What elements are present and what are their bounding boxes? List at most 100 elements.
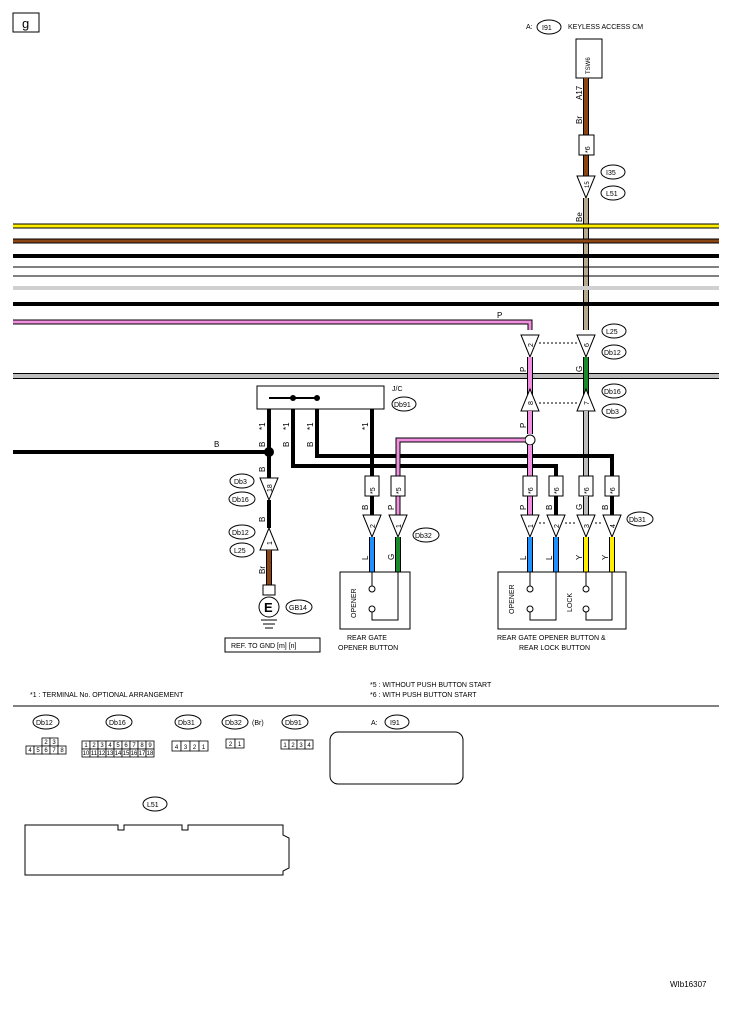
db16-terminal-8 <box>520 387 540 412</box>
l25-label-left: L25 <box>234 548 246 555</box>
wire-label-b-a: B <box>258 442 267 447</box>
db32-label: Db32 <box>415 533 432 540</box>
db16-view-pin: 13 <box>107 751 114 757</box>
view-db32-color: (Br) <box>252 720 264 727</box>
view-db32-label: Db32 <box>225 720 242 727</box>
db16-view-pin: 2 <box>92 743 96 749</box>
db31-label: Db31 <box>629 517 646 524</box>
wire-label-p-e: P <box>387 505 396 510</box>
star6-a: *6 <box>528 487 535 494</box>
l25-terminal-2 <box>520 334 540 359</box>
wire-label-g-mid: G <box>575 366 584 372</box>
wire-label-l-c: L <box>545 555 554 560</box>
wire-p-branch <box>396 438 525 515</box>
db32-pin-2: 2 <box>370 524 377 528</box>
view-db91-label: Db91 <box>285 720 302 727</box>
db91-view-pin: 3 <box>299 743 303 749</box>
db31-terminal-4 <box>602 514 622 539</box>
wire-label-b-f: B <box>545 505 554 510</box>
star5-box-a <box>364 475 380 497</box>
l25-oval <box>601 323 627 339</box>
db91-oval <box>391 396 417 412</box>
ground-symbol: E <box>264 600 273 615</box>
opener-contact-b1 <box>526 585 534 593</box>
db16-view-pin: 11 <box>91 751 98 757</box>
l25-oval-left <box>229 542 255 558</box>
splice-p <box>524 434 536 446</box>
db16-view-pin: 16 <box>131 751 138 757</box>
wire-label-g-a: G <box>387 554 396 560</box>
note-1: *1 : TERMINAL No. OPTIONAL ARRANGEMENT <box>30 692 184 699</box>
db12-label-left: Db12 <box>232 530 249 537</box>
db12-oval-left <box>228 524 256 540</box>
db32-oval <box>412 527 440 543</box>
l25-pin-6: 6 <box>584 343 591 347</box>
db91-label: Db91 <box>394 402 411 409</box>
note-5: *5 : WITHOUT PUSH BUTTON START <box>370 682 492 689</box>
db3-oval <box>601 403 627 419</box>
jc-label: J/C <box>392 386 403 393</box>
wire-label-g-f: G <box>575 504 584 510</box>
db12-view-pin: 8 <box>60 748 64 754</box>
l25-terminal-6 <box>576 334 596 359</box>
db91-view-pin: 2 <box>291 743 295 749</box>
db31-view-pin: 1 <box>202 745 206 751</box>
view-l51-oval <box>142 796 168 812</box>
lock-switch <box>585 572 613 621</box>
wire-label-b-e: B <box>361 505 370 510</box>
db16-view-pin: 5 <box>116 743 120 749</box>
ref-gnd: REF. TO GND [m] [n] <box>231 643 297 650</box>
opener-label-a: OPENER <box>351 588 358 618</box>
wire-b-jc3 <box>315 409 614 476</box>
rear-gate-line1: REAR GATE <box>347 635 387 642</box>
l51-oval <box>600 185 626 201</box>
db32-view-pin: 2 <box>229 742 233 748</box>
wire-label-p-f: P <box>519 505 528 510</box>
opener-label-b: OPENER <box>509 584 516 614</box>
view-db16-label: Db16 <box>109 720 126 727</box>
wire-label-b-gnd: B <box>258 517 267 522</box>
db16-view-cell <box>145 748 155 758</box>
db31-terminal-1 <box>520 514 540 539</box>
view-db12-label: Db12 <box>36 720 53 727</box>
db16-view-pin: 7 <box>132 743 136 749</box>
db31-view-pin: 4 <box>175 745 179 751</box>
db16-view-pin: 18 <box>147 751 154 757</box>
star1-d: *1 <box>361 422 370 430</box>
i91-housing <box>329 731 464 785</box>
db32-terminal-2 <box>362 514 382 539</box>
db12-view-pin: 2 <box>44 740 48 746</box>
wire-label-b-d: B <box>306 442 315 447</box>
db31-terminal-3 <box>576 514 596 539</box>
wire-label-br-gnd: Br <box>258 566 267 574</box>
wire-label-y-a: Y <box>575 554 584 560</box>
db31-oval <box>626 511 654 527</box>
jc-dot-2 <box>314 395 320 401</box>
l51-label: L51 <box>606 191 618 198</box>
db16-terminal-7 <box>576 387 596 412</box>
db32-pin-1: 1 <box>396 524 403 528</box>
star6-c: *6 <box>584 487 591 494</box>
db12-terminal-1 <box>259 526 279 551</box>
db16-oval-left <box>228 491 256 507</box>
db31-view-cell <box>198 740 209 752</box>
keyless-oval <box>536 19 562 35</box>
ground-circle <box>258 596 280 618</box>
page-tag-box <box>12 12 40 33</box>
view-db31-oval <box>174 714 202 730</box>
db16-view-pin: 15 <box>123 751 130 757</box>
keyless-prefix: A: <box>526 24 533 31</box>
db31-view-pin: 3 <box>184 745 188 751</box>
star1-b: *1 <box>282 422 291 430</box>
rear-lock-line2: REAR LOCK BUTTON <box>519 645 590 652</box>
db91-view-pin: 4 <box>307 743 311 749</box>
view-i91-label: I91 <box>390 720 400 727</box>
db31-pin-2: 2 <box>554 524 561 528</box>
db3-pin-18: 18 <box>267 484 274 492</box>
opener-switch-b <box>529 572 557 621</box>
wire-label-p-top: P <box>497 311 502 320</box>
star5-b: *5 <box>396 487 403 494</box>
db32-terminal-1 <box>388 514 408 539</box>
wire-label-b-b: B <box>258 467 267 472</box>
